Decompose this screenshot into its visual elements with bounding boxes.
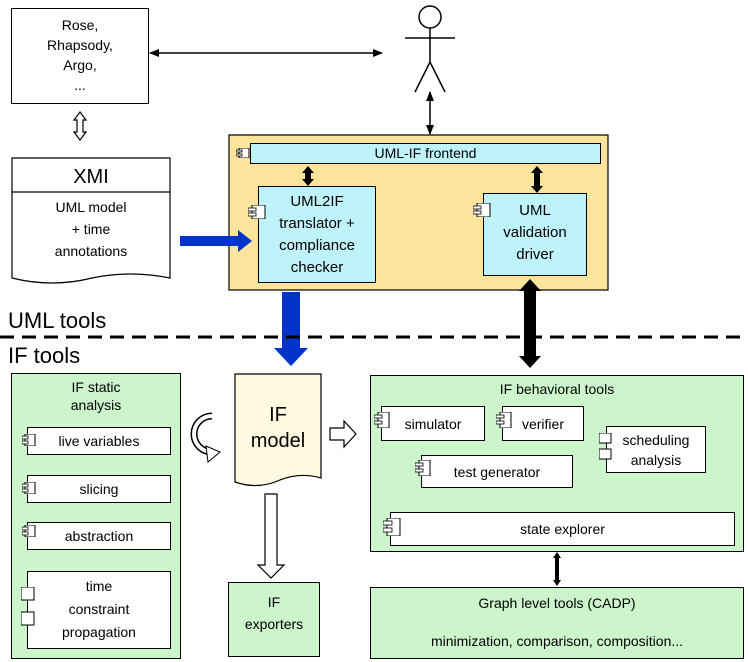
slicing-box: slicing — [27, 475, 171, 503]
validation-component-icon — [473, 203, 491, 217]
if-tools-label: IF tools — [8, 343, 81, 368]
behavioral-title: IF behavioral tools — [499, 381, 615, 397]
uml2if-component-icon — [248, 205, 266, 219]
xmi-title: XMI — [73, 166, 109, 188]
scheduling-component-icon — [599, 433, 615, 463]
xmi-to-translator-arrow — [180, 230, 252, 252]
frontend-inner-arrows — [302, 166, 543, 193]
xmi-description: UML model + time annotations — [54, 199, 128, 259]
simulator-label: simulator — [404, 416, 462, 432]
circular-arrow-icon — [190, 412, 221, 463]
graph-tools-title: Graph level tools (CADP) — [478, 595, 636, 611]
abstraction-box: abstraction — [27, 522, 171, 550]
behavioral-to-graph-arrow — [553, 552, 561, 586]
scheduling-analysis-box: scheduling analysis — [606, 426, 706, 473]
state-explorer-label: state explorer — [520, 521, 605, 537]
uml2if-label: UML2IF translator + compliance checker — [279, 193, 355, 276]
verifier-box: verifier — [502, 406, 584, 441]
slicing-label: slicing — [79, 481, 119, 497]
uml-tools-label: UML tools — [8, 308, 107, 333]
state-explorer-box: state explorer — [390, 512, 735, 546]
abstraction-label: abstraction — [64, 528, 134, 544]
if-behavioral-tools-panel: IF behavioral tools simulator verifier s… — [370, 375, 744, 552]
tools-xmi-hollow-arrow — [72, 111, 88, 141]
user-actor-icon — [405, 5, 455, 93]
abstraction-component-icon — [22, 525, 36, 537]
uml-tools-list: Rose, Rhapsody, Argo, ... — [47, 17, 113, 93]
graph-level-tools-box: Graph level tools (CADP) minimization, c… — [370, 587, 744, 659]
frontend-label: UML-IF frontend — [374, 145, 477, 161]
if-model-label: IF model — [250, 404, 306, 452]
if-exporters-box: IF exporters — [228, 582, 320, 657]
uml-validation-driver: UML validation driver — [483, 193, 587, 276]
model-to-exporters-arrow — [256, 493, 286, 579]
time-constraint-label: time constraint propagation — [62, 578, 136, 640]
verifier-component-icon — [496, 412, 512, 428]
live-variables-label: live variables — [58, 433, 140, 449]
state-explorer-component-icon — [383, 518, 401, 536]
if-model-document-shape — [234, 373, 322, 487]
simulator-box: simulator — [381, 406, 485, 441]
test-generator-component-icon — [415, 460, 431, 476]
uml2if-translator: UML2IF translator + compliance checker — [258, 186, 376, 283]
graph-tools-subtitle: minimization, comparison, composition... — [430, 633, 684, 649]
if-exporters-label: IF exporters — [244, 594, 304, 632]
if-static-analysis-panel: IF static analysis live variables slicin… — [11, 373, 181, 659]
translator-to-model-arrow — [274, 292, 308, 366]
verifier-label: verifier — [521, 416, 564, 432]
time-constraint-component-icon — [21, 587, 35, 631]
test-generator-box: test generator — [421, 455, 573, 488]
model-to-behavioral-arrow — [329, 419, 357, 449]
slicing-component-icon — [22, 482, 36, 494]
live-variables-box: live variables — [27, 427, 171, 455]
frontend-component-icon — [236, 148, 250, 158]
uml-if-frontend: UML-IF frontend — [250, 143, 601, 164]
time-constraint-box: time constraint propagation — [27, 571, 171, 649]
test-generator-label: test generator — [453, 464, 541, 480]
simulator-component-icon — [374, 412, 390, 428]
live-variables-component-icon — [22, 434, 36, 446]
uml-tools-box: Rose, Rhapsody, Argo, ... — [11, 8, 149, 104]
static-analysis-title: IF static analysis — [70, 379, 122, 413]
xmi-document-shape — [11, 157, 171, 284]
driver-to-behavioral-arrow — [519, 279, 541, 368]
scheduling-label: scheduling analysis — [622, 432, 690, 468]
validation-label: UML validation driver — [503, 202, 567, 263]
